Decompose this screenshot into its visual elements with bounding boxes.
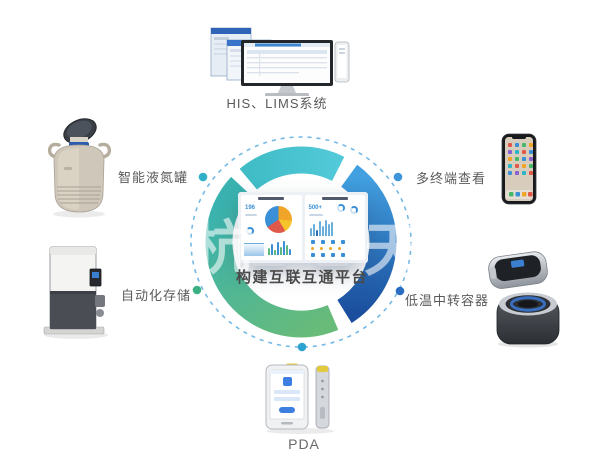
ring-dot	[395, 286, 405, 296]
ring-arc-blue	[336, 164, 397, 323]
ring-dot	[198, 172, 208, 182]
ring-arc-green	[205, 176, 339, 338]
sparkline	[308, 214, 323, 216]
gauge	[246, 227, 254, 235]
card-page-edge	[252, 260, 286, 266]
auto-storage-label: 自动化存储	[120, 288, 192, 303]
status-dot-row	[310, 247, 341, 250]
gauge	[349, 206, 358, 214]
ring-dot	[393, 172, 403, 182]
dashboard-screenshot: 196 500+	[238, 192, 368, 263]
ring-dot	[297, 342, 307, 352]
status-icon-row	[310, 253, 345, 257]
dashed-circle	[190, 136, 412, 348]
his-lims-monitors-icon	[193, 24, 353, 96]
status-icon-row	[310, 240, 345, 244]
center-platform-title: 构建互联互通平台	[235, 269, 369, 286]
pda-label: PDA	[288, 436, 320, 452]
ln2-tank-label: 智能液氮罐	[117, 170, 189, 185]
pie-chart	[265, 206, 292, 233]
dashboard-left-panel: 196	[241, 195, 302, 260]
pda-icon	[260, 363, 345, 435]
area-chart	[244, 243, 264, 256]
dashboard-right-panel: 500+	[304, 195, 365, 260]
ring-arc-cyan	[239, 146, 345, 190]
panel-title-bar	[258, 197, 285, 200]
smartphone-icon	[500, 133, 540, 207]
stat-value: 196	[245, 205, 256, 211]
panel-title-bar	[321, 197, 348, 200]
stat-value: 500+	[308, 205, 323, 211]
bar-chart	[268, 239, 291, 255]
gauge	[336, 204, 345, 212]
ring-dot	[192, 285, 202, 295]
liquid-nitrogen-tank-icon	[42, 115, 117, 220]
sparkline	[245, 214, 257, 216]
cryo-container-label: 低温中转容器	[404, 293, 490, 308]
his-lims-label: HIS、LIMS系统	[226, 96, 328, 111]
card-page-edge	[316, 260, 350, 266]
bar-chart	[309, 219, 333, 236]
cryo-container-icon	[475, 248, 570, 348]
multi-terminal-label: 多终端查看	[415, 171, 487, 186]
automated-storage-icon	[38, 243, 116, 343]
